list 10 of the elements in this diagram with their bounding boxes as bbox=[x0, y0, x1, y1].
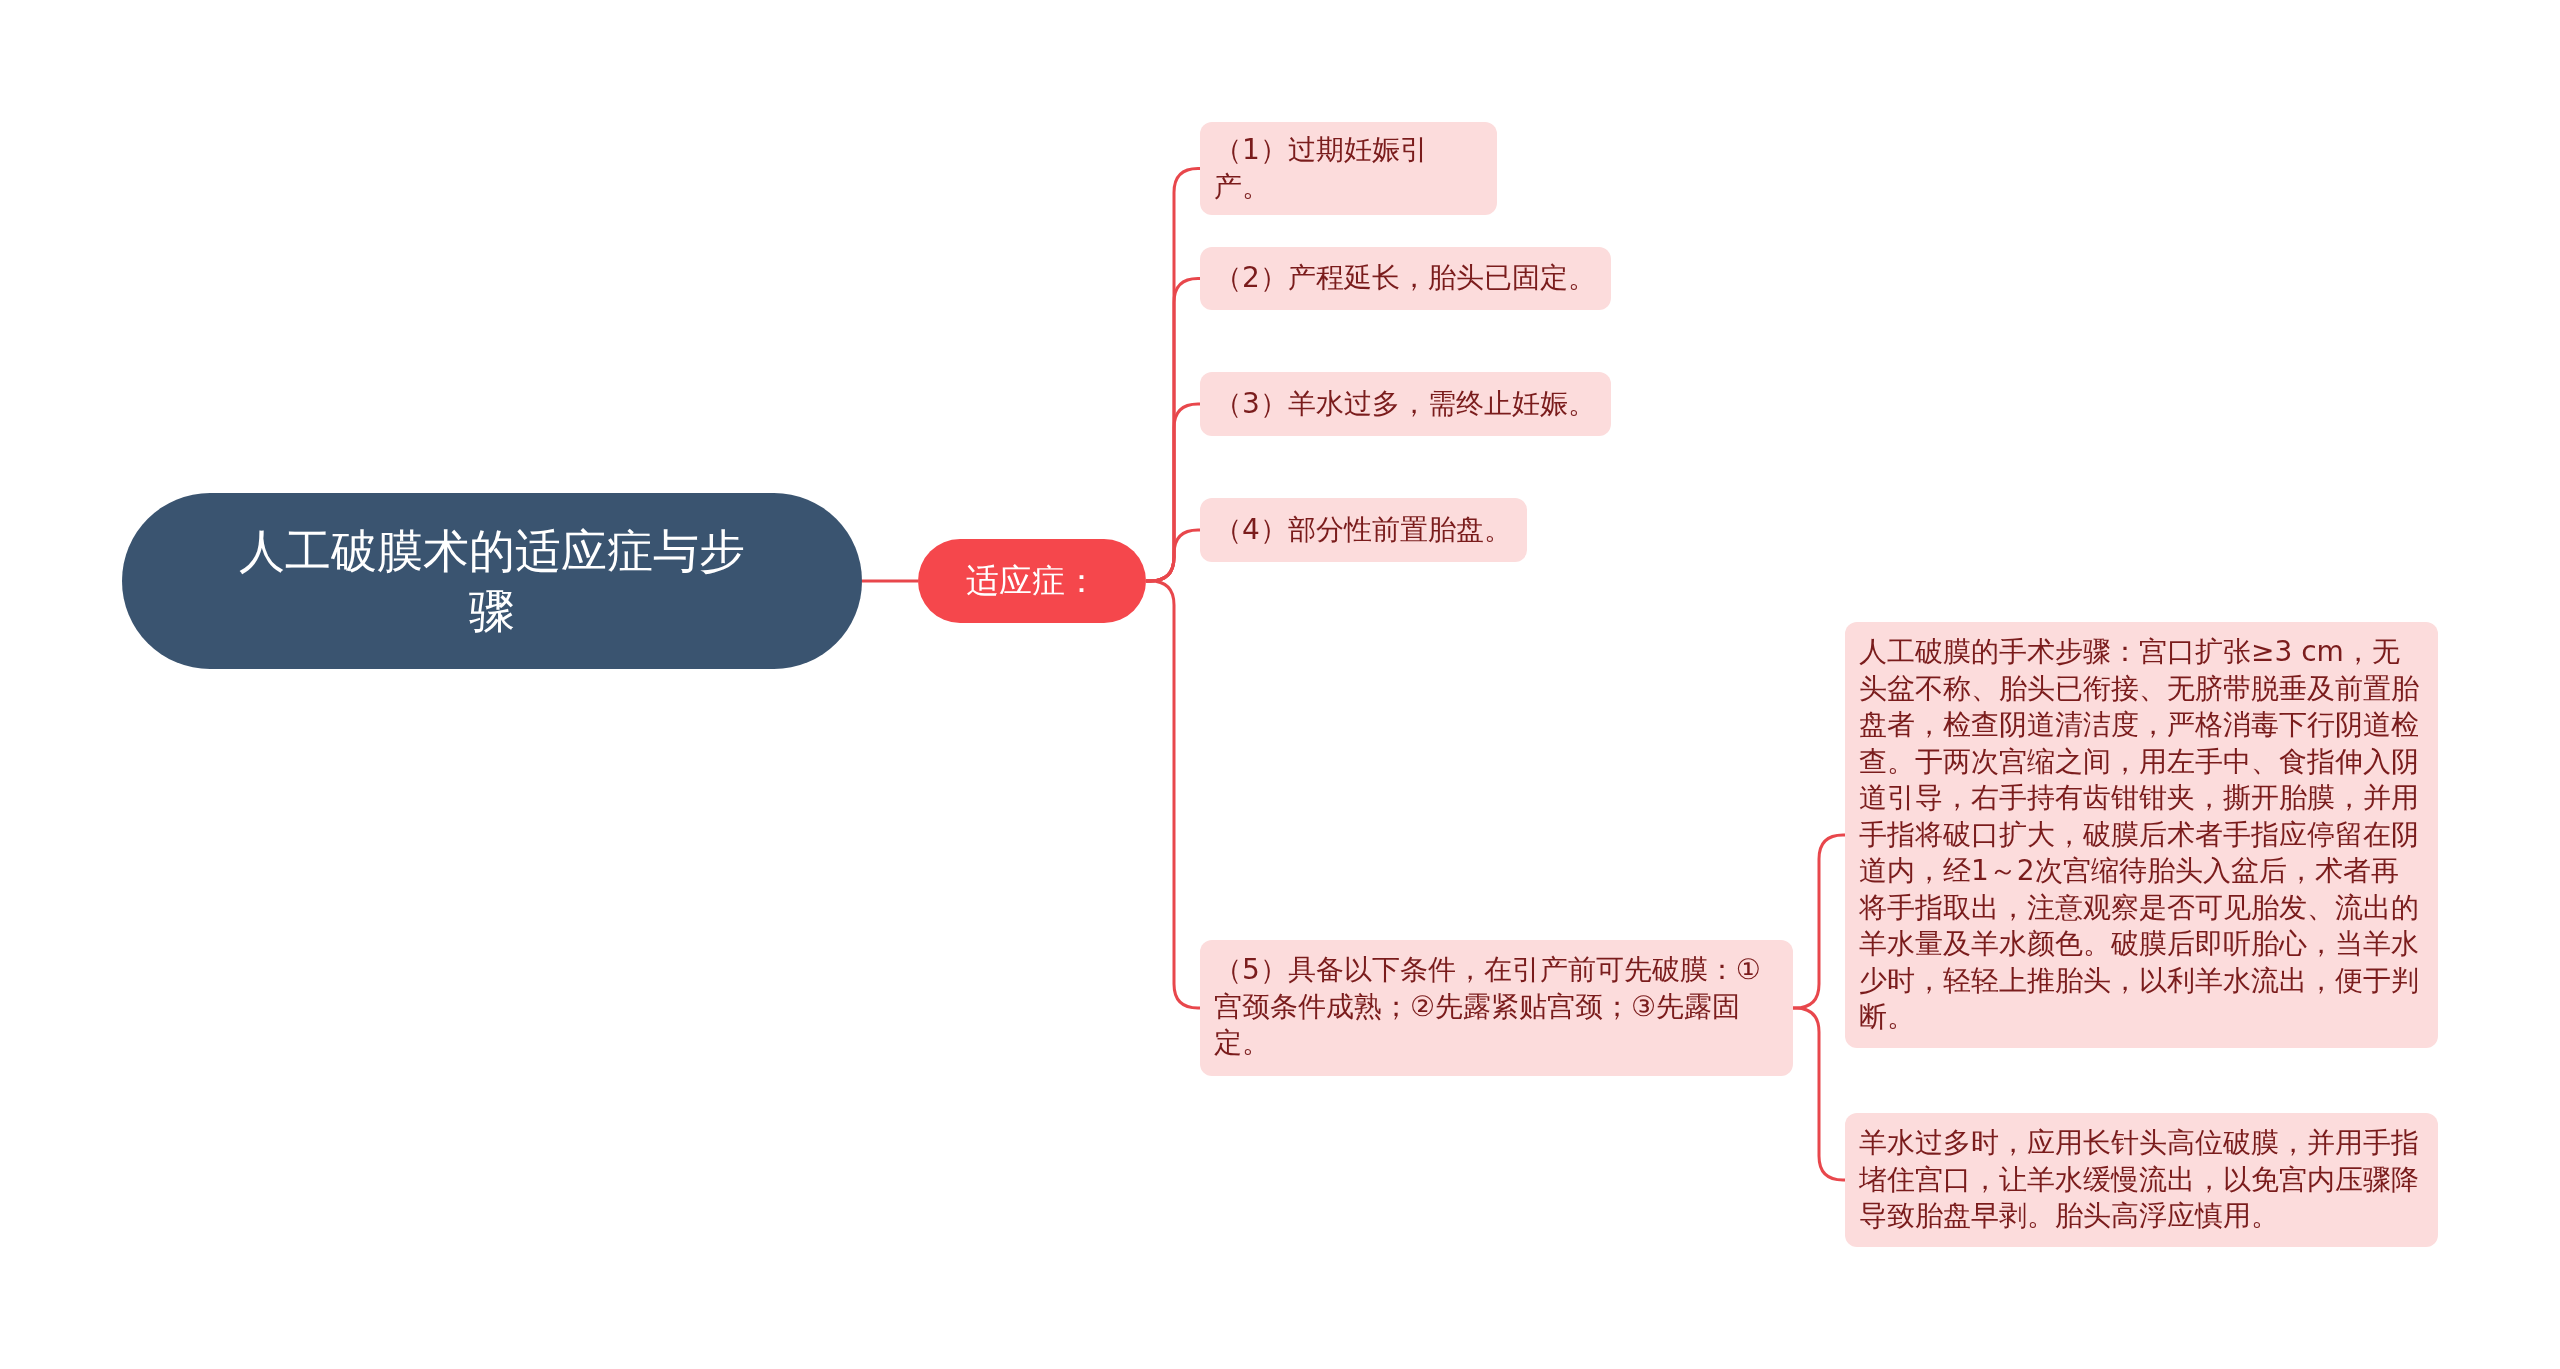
leaf-box: （4）部分性前置胎盘。 bbox=[1200, 498, 1527, 562]
root-topic-box: 人工破膜术的适应症与步骤 bbox=[122, 493, 862, 669]
leaf-box: （3）羊水过多，需终止妊娠。 bbox=[1200, 372, 1611, 436]
leaf-box: （1）过期妊娠引产。 bbox=[1200, 122, 1497, 215]
detail-box: 人工破膜的手术步骤：宫口扩张≥3 cm，无头盆不称、胎头已衔接、无脐带脱垂及前置胎盘者，检查阴道清洁度，严格消毒下行阴道检查。于两次宫缩之间，用左手中、食指伸入阴道引导，右手持有齿钳钳夹，撕开胎膜，并用手指将破口扩大，破膜后术者手指应停留在阴道内，经1～2次宫缩待胎头入盆后，术者再将手指取出，注意观察是否可见胎发、流出的羊水量及羊水颜色。破膜后即听胎心，当羊水少时，轻轻上推胎头，以利羊水流出，便于判断。 bbox=[1845, 622, 2438, 1048]
subtopic-pill: 适应症： bbox=[918, 539, 1146, 623]
detail-box: 羊水过多时，应用长针头高位破膜，并用手指堵住宫口，让羊水缓慢流出，以免宫内压骤降导致胎盘早剥。胎头高浮应慎用。 bbox=[1845, 1113, 2438, 1247]
connector-line bbox=[862, 579, 918, 583]
leaf-box: （2）产程延长，胎头已固定。 bbox=[1200, 247, 1611, 310]
leaf-box: （5）具备以下条件，在引产前可先破膜：①宫颈条件成熟；②先露紧贴宫颈；③先露固定。 bbox=[1200, 940, 1793, 1076]
